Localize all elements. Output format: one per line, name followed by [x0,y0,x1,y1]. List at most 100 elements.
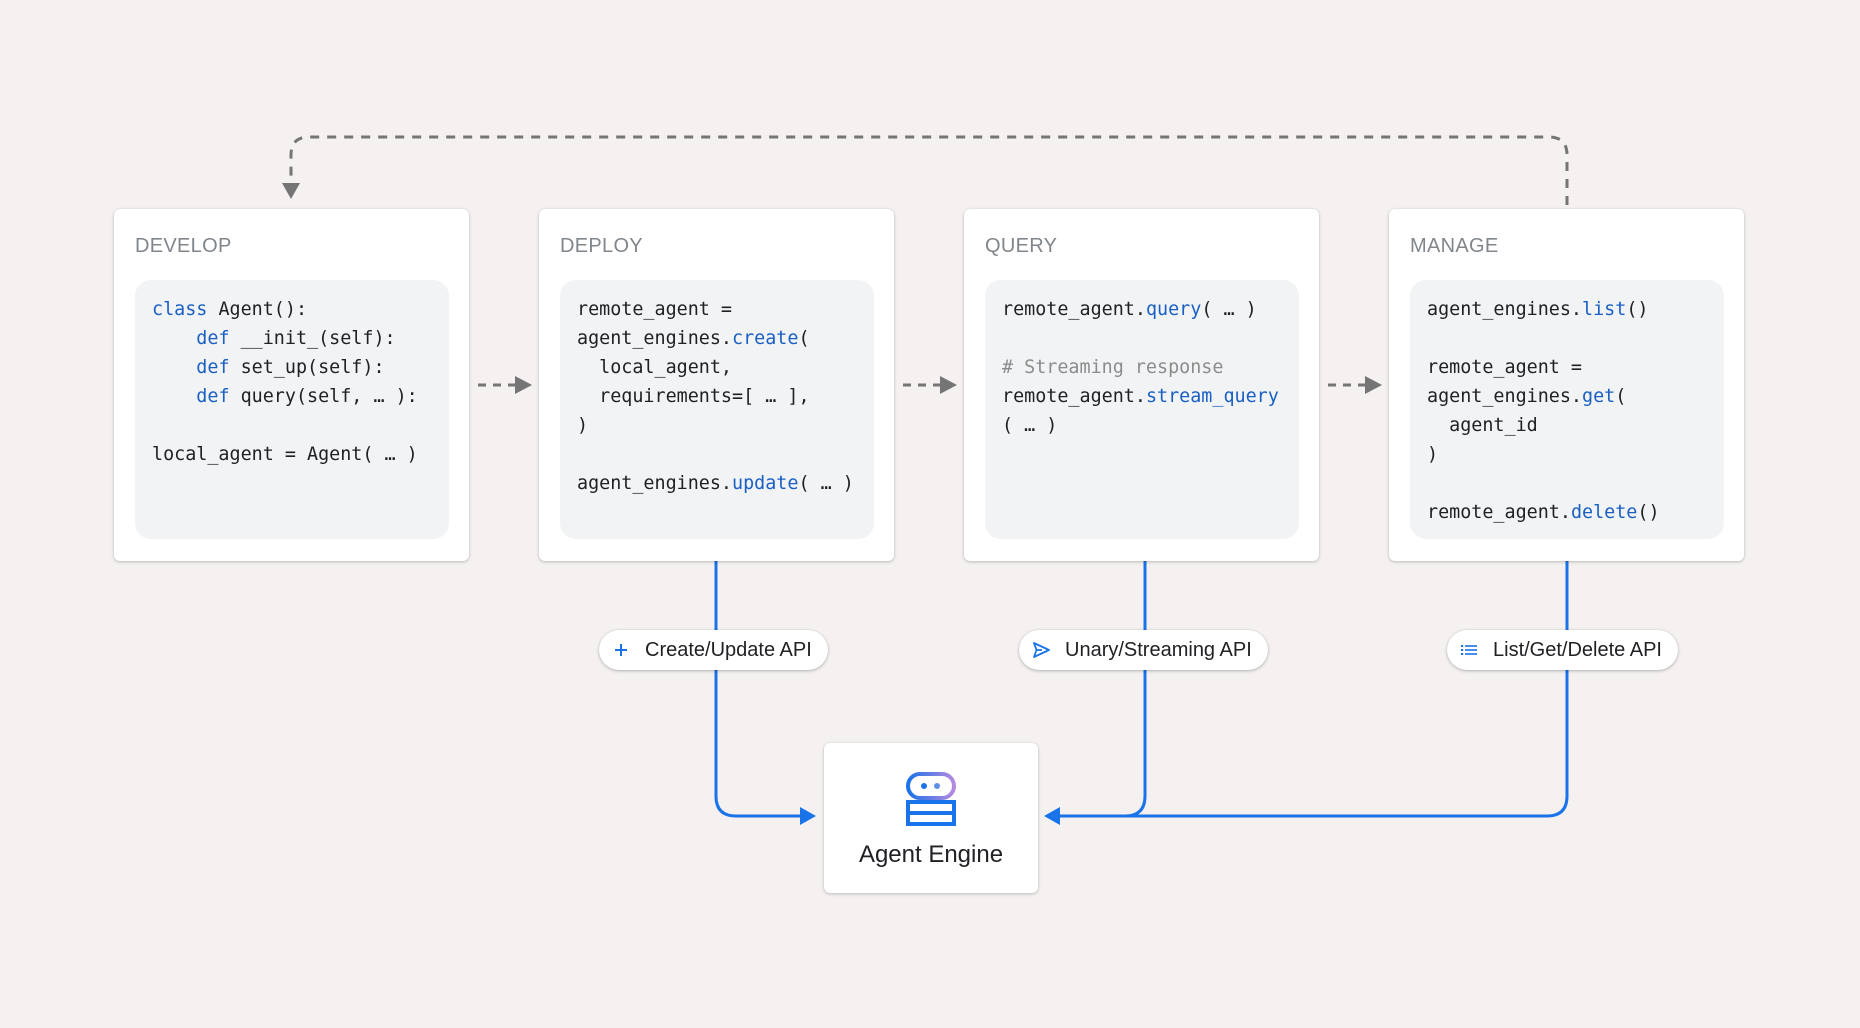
code-text: agent_engines. [1427,386,1583,407]
deploy-api-arrowhead [800,807,816,825]
code-text: agent_engines. [1427,299,1583,320]
code-line: remote_agent = [577,295,874,324]
code-line: remote_agent.query( … ) [1002,295,1299,324]
manage-api-connector [1058,561,1569,818]
code-line [1002,324,1299,353]
agent-engine-box: Agent Engine [824,743,1038,893]
code-text: remote_agent = [1427,357,1583,378]
code-text: ( … ) [1002,415,1058,436]
develop-to-deploy-arrowhead [515,376,532,394]
code-text: () [1637,502,1660,523]
code-comment: # Streaming response [1002,357,1224,378]
code-line: agent_engines.get( [1427,382,1724,411]
send-icon [1031,640,1051,660]
code-line: requirements=[ … ], [577,382,874,411]
plus-icon [611,640,631,660]
code-block: remote_agent =agent_engines.create( loca… [560,280,874,539]
code-line: def query(self, … ): [152,382,449,411]
engine-inbound-arrowhead [1044,807,1060,825]
code-keyword: def [196,386,230,407]
code-keyword: stream_query [1145,386,1279,407]
code-text: agent_engines. [577,328,733,349]
code-line: remote_agent = [1427,353,1724,382]
code-line: local_agent, [577,353,874,382]
code-line [152,411,449,440]
code-text: ) [1427,444,1439,465]
deploy-api-connector [714,561,808,818]
code-text: local_agent = Agent( … ) [152,444,418,465]
manage-card: MANAGE agent_engines.list()remote_agent … [1389,209,1744,561]
api-label: List/Get/Delete API [1493,638,1662,661]
code-keyword: create [732,328,799,349]
code-text: requirements=[ … ], [577,386,810,407]
code-line: remote_agent.delete() [1427,498,1724,527]
code-line: # Streaming response [1002,353,1299,382]
code-text: remote_agent = [577,299,733,320]
code-text: __init_(self): [229,328,396,349]
code-text: Agent(): [207,299,308,320]
feedback-loop-arrowhead [282,183,300,199]
code-line: ) [577,411,874,440]
code-line: agent_id [1427,411,1724,440]
code-text [152,386,196,407]
create-update-api-pill: Create/Update API [599,630,828,670]
code-line: def set_up(self): [152,353,449,382]
code-line: agent_engines.update( … ) [577,469,874,498]
code-keyword: update [732,473,799,494]
code-text: () [1626,299,1649,320]
robot-icon [906,772,956,826]
code-text [152,357,196,378]
code-line: def __init_(self): [152,324,449,353]
code-line: remote_agent.stream_query [1002,382,1299,411]
stage-title: DEPLOY [560,235,643,257]
develop-card: DEVELOP class Agent(): def __init_(self)… [114,209,469,561]
code-text [152,328,196,349]
stage-title: MANAGE [1410,235,1499,257]
code-text: remote_agent. [1002,386,1146,407]
code-keyword: list [1582,299,1627,320]
code-line: agent_engines.list() [1427,295,1724,324]
stage-title: QUERY [985,235,1058,257]
stage-title: DEVELOP [135,235,232,257]
code-text: ( … ) [798,473,854,494]
query-to-manage-arrowhead [1365,376,1382,394]
deploy-to-query-arrowhead [940,376,957,394]
code-block: class Agent(): def __init_(self): def se… [135,280,449,539]
code-text: query(self, … ): [229,386,418,407]
code-block: remote_agent.query( … )# Streaming respo… [985,280,1299,539]
query-api-connector [1058,561,1147,818]
code-keyword: query [1145,299,1202,320]
query-card: QUERY remote_agent.query( … )# Streaming… [964,209,1319,561]
code-line: ) [1427,440,1724,469]
code-text: agent_id [1427,415,1538,436]
code-line [577,440,874,469]
code-text: ( … ) [1201,299,1257,320]
code-line: class Agent(): [152,295,449,324]
code-text: local_agent, [577,357,733,378]
feedback-loop-arrow [289,135,1569,205]
code-text: agent_engines. [577,473,733,494]
code-text: set_up(self): [229,357,385,378]
code-keyword: delete [1570,502,1638,523]
code-keyword: get [1582,386,1616,407]
code-text: remote_agent. [1427,502,1571,523]
code-line [1427,324,1724,353]
code-text: remote_agent. [1002,299,1146,320]
list-get-delete-api-pill: List/Get/Delete API [1447,630,1678,670]
list-icon [1459,640,1479,660]
unary-streaming-api-pill: Unary/Streaming API [1019,630,1268,670]
code-text: ( [798,328,810,349]
deploy-card: DEPLOY remote_agent =agent_engines.creat… [539,209,894,561]
code-keyword: class [152,299,208,320]
api-label: Create/Update API [645,638,812,661]
api-label: Unary/Streaming API [1065,638,1252,661]
engine-label: Agent Engine [858,841,1004,868]
code-keyword: def [196,328,230,349]
code-line: agent_engines.create( [577,324,874,353]
code-text: ( [1615,386,1627,407]
code-text: ) [577,415,589,436]
code-line [1427,469,1724,498]
code-line: ( … ) [1002,411,1299,440]
